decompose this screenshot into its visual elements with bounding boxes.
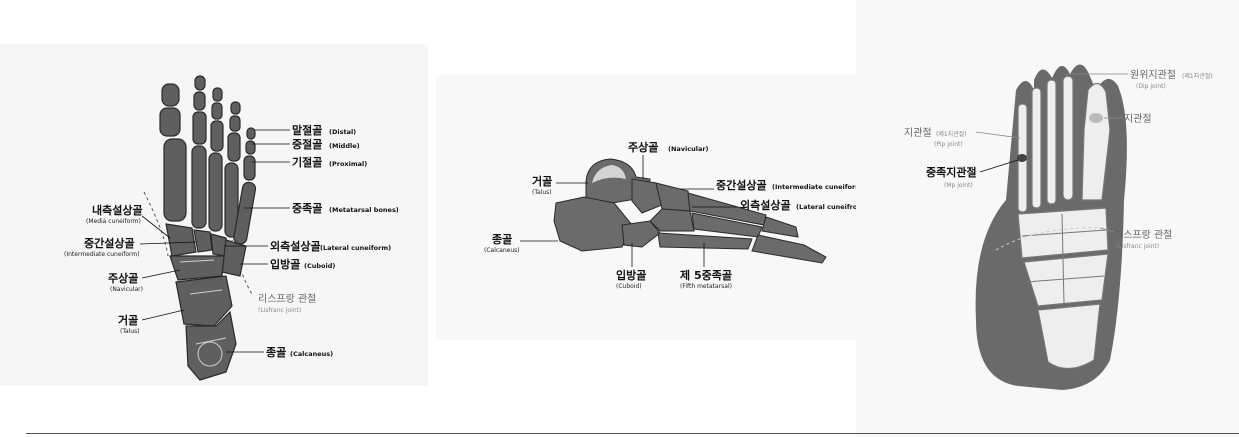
phalanges-1	[762, 217, 798, 237]
toe5-middle	[246, 141, 255, 154]
toe3-proximal	[211, 121, 223, 151]
intermediate-cuneiform	[194, 230, 212, 252]
side-label-intermediate-cuneiform: 중간설상골	[716, 178, 767, 192]
label-calcaneus-en: (Calcaneus)	[290, 350, 333, 358]
label-lateral-cuneiform: 외측설상골	[270, 239, 321, 253]
label-proximal-en: (Proximal)	[329, 160, 367, 168]
label-intermediate-cuneiform-en: (Intermediate cuneiform)	[64, 251, 140, 258]
metatarsal-1	[164, 139, 186, 221]
label-proximal: 기절골	[292, 155, 322, 169]
dorsal-foot-bones	[160, 76, 256, 380]
label-medial-cuneiform: 내측설상골	[92, 203, 143, 217]
label-lisfranc-en: (Lisfranc joint)	[258, 307, 301, 314]
label-distal-en: (Distal)	[329, 128, 356, 136]
sole-toe3	[1047, 80, 1056, 204]
sole-joints-diagram: 원위지관절 (제1지관절) (Dip joint) 지관절 지관절 (제1지관절…	[856, 0, 1239, 437]
sole-calcaneus	[1038, 304, 1100, 369]
label-navicular: 주상골	[108, 271, 138, 285]
leader-talus	[142, 310, 184, 320]
lateral-foot-diagram: 주상골 (Navicular) 거골 (Talus) 중간설상골 (Interm…	[436, 75, 896, 340]
cuboid	[222, 240, 246, 276]
sole-label-mp-en: (Mp joint)	[944, 182, 973, 189]
side-label-fifth-metatarsal-en: (Fifth metatarsal)	[680, 283, 732, 290]
side-label-lateral-cuneiform: 외측설상골	[740, 198, 791, 212]
dorsal-foot-diagram: 말절골 (Distal) 중절골 (Middle) 기절골 (Proximal)…	[0, 44, 428, 386]
label-metatarsal: 중족골	[292, 202, 322, 215]
dorsal-foot-panel: 말절골 (Distal) 중절골 (Middle) 기절골 (Proximal)…	[0, 44, 428, 386]
sole-label-dip-en: (Dip joint)	[1136, 83, 1166, 90]
sole-joints-panel: 원위지관절 (제1지관절) (Dip joint) 지관절 지관절 (제1지관절…	[856, 0, 1239, 437]
label-calcaneus: 종골	[266, 346, 286, 359]
side-label-talus: 거골	[532, 174, 552, 188]
bottom-divider	[26, 433, 1239, 434]
side-label-talus-en: (Talus)	[532, 189, 552, 196]
label-medial-cuneiform-en: (Media cuneiform)	[86, 218, 141, 225]
fifth-metatarsal-bone	[658, 233, 752, 249]
sole-toe2	[1063, 76, 1073, 200]
sole-tarsals-lower	[1024, 254, 1108, 306]
sole-ip-joint	[1089, 113, 1103, 123]
sole-label-lisfranc-en: (Lisfranc joint)	[1116, 243, 1159, 250]
sole-label-ip: 지관절	[1124, 112, 1152, 125]
hallux-distal	[162, 84, 179, 106]
side-label-cuboid: 입방골	[616, 268, 646, 282]
label-cuboid-en: (Cuboid)	[304, 262, 335, 270]
toe4-proximal	[228, 133, 240, 161]
label-middle: 중절골	[292, 138, 322, 151]
side-label-navicular: 주상골	[628, 140, 658, 154]
sole-label-dip-paren: (제1지관절)	[1182, 72, 1213, 80]
toe5-proximal	[244, 156, 255, 180]
toe2-proximal	[193, 112, 206, 144]
label-navicular-en: (Navicular)	[110, 286, 143, 293]
sole-label-pip-en: (Pip joint)	[934, 141, 963, 148]
label-talus: 거골	[118, 313, 138, 327]
navicular	[170, 256, 224, 280]
sole-label-dip: 원위지관절	[1130, 68, 1176, 81]
metatarsal-2	[192, 146, 206, 228]
side-label-intermediate-cuneiform-en: (Intermediate cuneiform)	[772, 183, 865, 191]
toe3-middle	[212, 103, 222, 119]
label-talus-en: (Talus)	[120, 328, 140, 335]
lateral-cuneiform	[211, 234, 226, 256]
metatarsal-3	[209, 153, 222, 231]
sole-label-lisfranc: 리스프랑 관절	[1114, 228, 1172, 241]
medial-cuneiform	[166, 224, 196, 256]
sole-label-mp: 중족지관절	[926, 165, 977, 179]
side-label-calcaneus-en: (Calcaneus)	[484, 247, 520, 254]
phalanges-2	[752, 235, 826, 263]
sole-mp-joint	[1017, 154, 1027, 162]
toe5-distal	[247, 128, 255, 139]
sole-label-pip-paren: (제1지관절)	[936, 130, 967, 138]
toe4-distal	[231, 102, 240, 114]
leader-medial-cuneiform	[142, 216, 170, 238]
side-label-calcaneus: 종골	[492, 233, 512, 246]
side-label-navicular-en: (Navicular)	[668, 145, 709, 153]
sole-label-pip: 지관절	[904, 126, 932, 139]
sole-toe4	[1032, 88, 1041, 208]
lateral-foot-panel: 주상골 (Navicular) 거골 (Talus) 중간설상골 (Interm…	[436, 75, 896, 340]
side-label-fifth-metatarsal: 제 5중족골	[680, 268, 732, 282]
toe4-middle	[230, 116, 240, 131]
hallux-proximal	[160, 108, 180, 136]
label-middle-en: (Middle)	[329, 142, 360, 150]
label-cuboid: 입방골	[270, 257, 300, 271]
label-metatarsal-en: (Metatarsal bones)	[329, 206, 399, 214]
intermediate-cuneiform-bone	[656, 183, 690, 211]
side-label-cuboid-en: (Cuboid)	[616, 283, 642, 290]
toe2-middle	[194, 92, 205, 110]
label-intermediate-cuneiform: 중간설상골	[84, 236, 135, 250]
leader-navicular	[142, 270, 180, 278]
label-distal: 말절골	[292, 124, 322, 137]
label-lisfranc: 리스프랑 관절	[258, 292, 316, 305]
toe2-distal	[195, 76, 205, 90]
lateral-cuneiform-bone	[650, 209, 694, 231]
calcaneus-bone	[554, 197, 632, 251]
toe3-distal	[213, 88, 222, 101]
label-lateral-cuneiform-en: (Lateral cuneiform)	[320, 244, 391, 252]
